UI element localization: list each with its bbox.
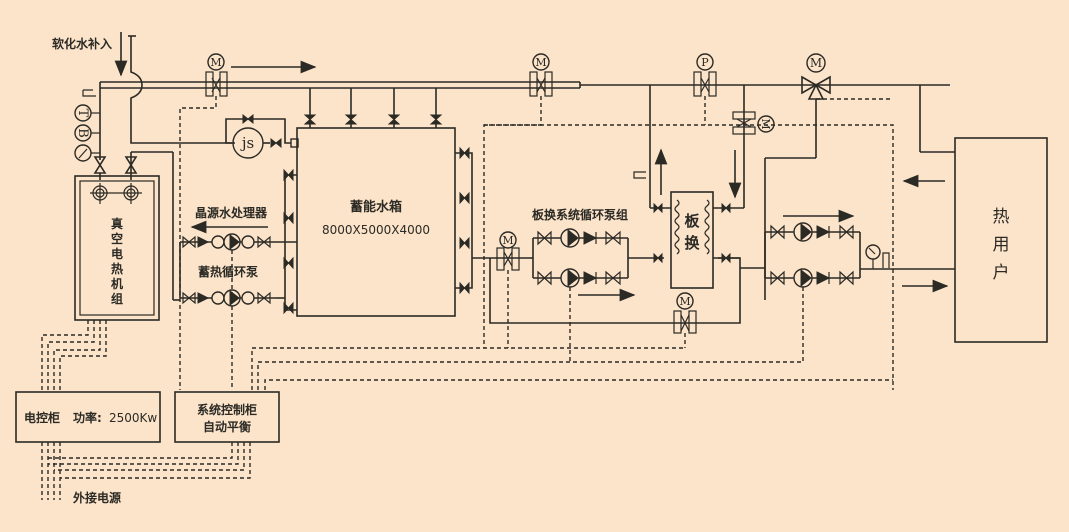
heat-storage-pumps [179, 233, 276, 307]
js-symbol: js [240, 134, 254, 152]
main-supply-pipe [99, 81, 955, 160]
svg-text:M: M [210, 56, 221, 69]
user-circulation-pumps [740, 222, 955, 288]
plate-label-2: 换 [684, 234, 700, 252]
heat-storage-pump-label: 蓄热循环泵 [198, 264, 258, 279]
js-unit: js [225, 113, 299, 159]
heat-user-label-1: 热 [993, 207, 1010, 227]
boiler-label-4: 热 [111, 261, 123, 276]
power-label: 功率: [73, 410, 102, 425]
system-control-cabinet: 系统控制柜 自动平衡 [174, 391, 280, 443]
power-value: 2500Kw [109, 411, 157, 425]
plate-label-1: 板 [684, 212, 700, 230]
pressure-symbol: B [75, 128, 90, 138]
svg-text:M: M [679, 295, 690, 308]
boiler-label-2: 空 [111, 231, 123, 246]
temperature-gauge: T [74, 104, 100, 122]
control-cabinet-line1: 系统控制柜 [197, 402, 257, 417]
heat-user-label-3: 户 [993, 263, 1010, 283]
svg-text:M: M [535, 56, 546, 69]
tank-top-valves [303, 88, 443, 128]
vacuum-electric-boiler: 真 空 电 热 机 组 [74, 175, 160, 321]
boiler-inlet-valves [93, 151, 180, 301]
heat-user: 热 用 户 [954, 137, 1048, 343]
temperature-symbol: T [75, 109, 90, 118]
electric-cabinet-label: 电控柜 [24, 410, 60, 425]
plate-heat-exchanger: 板 换 [650, 191, 744, 289]
external-power-label: 外接电源 [73, 490, 121, 505]
tank-right-valves [455, 146, 496, 295]
boiler-label-6: 组 [111, 291, 123, 306]
softened-water-inlet [82, 32, 232, 144]
storage-tank: 蓄能水箱 8000X5000X4000 [296, 127, 456, 317]
svg-text:M: M [759, 118, 772, 129]
control-signal-lines [41, 96, 894, 500]
softened-water-label: 软化水补入 [52, 36, 112, 51]
tank-left-valves [276, 168, 297, 315]
boiler-label-3: 电 [111, 246, 123, 261]
motorized-valve-3: M [529, 53, 553, 97]
storage-tank-title: 蓄能水箱 [350, 199, 402, 215]
svg-text:M: M [502, 234, 513, 247]
storage-tank-size: 8000X5000X4000 [322, 223, 430, 237]
boiler-label-1: 真 [111, 216, 123, 231]
boiler-label-5: 机 [111, 276, 123, 291]
svg-text:M: M [810, 56, 822, 70]
crystal-water-treater-label: 晶源水处理器 [195, 205, 268, 220]
exchanger-supply-pipes: P M [633, 53, 775, 208]
plate-pump-group-label: 板换系统循环泵组 [532, 207, 628, 222]
electric-control-cabinet: 电控柜 功率: 2500Kw [15, 391, 161, 443]
pressure-p-symbol: P [701, 56, 709, 69]
control-cabinet-line2: 自动平衡 [203, 419, 251, 434]
pressure-gauge-b: B [74, 124, 100, 142]
plate-pump-group [530, 228, 664, 288]
motorized-valve-1: M [205, 53, 228, 97]
dial-gauge-icon [74, 144, 100, 162]
motorized-valve-2: M [496, 231, 530, 271]
three-way-motorized-valve: M [764, 53, 831, 300]
heat-user-label-2: 用 [993, 235, 1010, 255]
